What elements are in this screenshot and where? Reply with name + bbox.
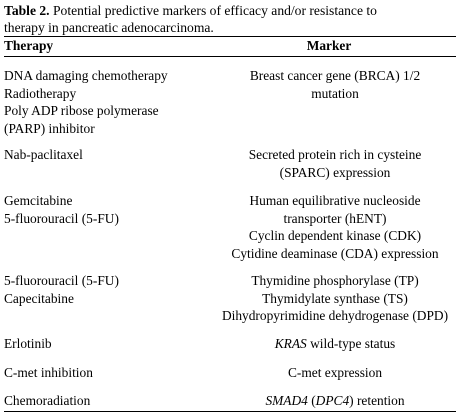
marker-cell: Human equilibrative nucleoside transport… [216, 192, 456, 262]
marker-text: wild-type status [306, 336, 396, 351]
marker-cell: Thymidine phosphorylase (TP) Thymidylate… [216, 272, 456, 325]
table-row: Chemoradiation SMAD4 (DPC4) retention [4, 392, 456, 409]
therapy-line: 5-fluorouracil (5-FU) [4, 210, 119, 226]
therapy-cell: 5-fluorouracil (5-FU) Capecitabine [4, 272, 216, 307]
therapy-line: Nab-paclitaxel [4, 147, 83, 162]
marker-line: KRAS wild-type status [216, 335, 454, 353]
therapy-line: Gemcitabine [4, 193, 73, 208]
marker-text: ( [307, 393, 316, 408]
table-row: Erlotinib KRAS wild-type status [4, 335, 456, 352]
caption-text-line2: therapy in pancreatic adenocarcinoma. [4, 20, 214, 35]
gene-name-italic: SMAD4 [265, 393, 308, 408]
therapy-line: Capecitabine [4, 290, 74, 306]
gene-name-italic: KRAS [274, 336, 307, 351]
marker-line: Thymidine phosphorylase (TP) [251, 273, 419, 288]
marker-line: Cytidine deaminase (CDA) expression [231, 245, 439, 261]
therapy-line: Radiotherapy [4, 85, 77, 101]
therapy-cell: Gemcitabine 5-fluorouracil (5-FU) [4, 192, 216, 227]
marker-cell: KRAS wild-type status [216, 335, 456, 353]
table-row: 5-fluorouracil (5-FU) Capecitabine Thymi… [4, 272, 456, 323]
marker-cell: Secreted protein rich in cysteine (SPARC… [216, 146, 456, 181]
header-rule [4, 56, 456, 57]
marker-cell: Breast cancer gene (BRCA) 1/2 mutation [216, 67, 456, 102]
table-header: Therapy Marker [4, 37, 456, 56]
marker-line: Secreted protein rich in cysteine [248, 147, 422, 162]
therapy-line: (PARP) inhibitor [4, 120, 95, 136]
marker-line: Human equilibrative nucleoside [249, 193, 421, 208]
table-row: Gemcitabine 5-fluorouracil (5-FU) Human … [4, 192, 456, 262]
header-therapy: Therapy [4, 38, 54, 53]
top-rule [4, 36, 456, 37]
therapy-cell: C-met inhibition [4, 364, 216, 382]
table-row: DNA damaging chemotherapy Radiotherapy P… [4, 67, 456, 137]
table-body: DNA damaging chemotherapy Radiotherapy P… [4, 67, 456, 409]
marker-line: Cyclin dependent kinase (CDK) [248, 228, 422, 243]
marker-line: Breast cancer gene (BRCA) 1/2 [249, 68, 421, 83]
therapy-line: Erlotinib [4, 336, 52, 351]
marker-line: SMAD4 (DPC4) retention [216, 392, 454, 410]
therapy-line: 5-fluorouracil (5-FU) [4, 273, 119, 288]
marker-text: ) retention [349, 393, 405, 408]
therapy-cell: Nab-paclitaxel [4, 146, 216, 164]
marker-line: (SPARC) expression [279, 164, 391, 180]
header-marker: Marker [306, 38, 352, 53]
caption-text-line1: Potential predictive markers of efficacy… [49, 3, 377, 18]
therapy-line: C-met inhibition [4, 365, 93, 380]
therapy-cell: Chemoradiation [4, 392, 216, 410]
therapy-cell: Erlotinib [4, 335, 216, 353]
marker-line: mutation [311, 85, 359, 101]
therapy-line: DNA damaging chemotherapy [4, 68, 168, 83]
therapy-cell: DNA damaging chemotherapy Radiotherapy P… [4, 67, 216, 137]
caption-label: Table 2. [4, 3, 50, 18]
marker-line: C-met expression [287, 365, 383, 380]
marker-cell: C-met expression [216, 364, 456, 382]
gene-alias-italic: DPC4 [315, 393, 350, 408]
therapy-line: Poly ADP ribose polymerase [4, 103, 159, 118]
marker-cell: SMAD4 (DPC4) retention [216, 392, 456, 410]
table-caption: Table 2. Potential predictive markers of… [4, 0, 456, 36]
marker-line: Thymidylate synthase (TS) [262, 290, 408, 306]
table-row: C-met inhibition C-met expression [4, 364, 456, 381]
marker-line: transporter (hENT) [283, 210, 387, 226]
table-row: Nab-paclitaxel Secreted protein rich in … [4, 146, 456, 180]
therapy-line: Chemoradiation [4, 393, 91, 408]
marker-line: Dihydropyrimidine dehydrogenase (DPD) [221, 308, 449, 323]
